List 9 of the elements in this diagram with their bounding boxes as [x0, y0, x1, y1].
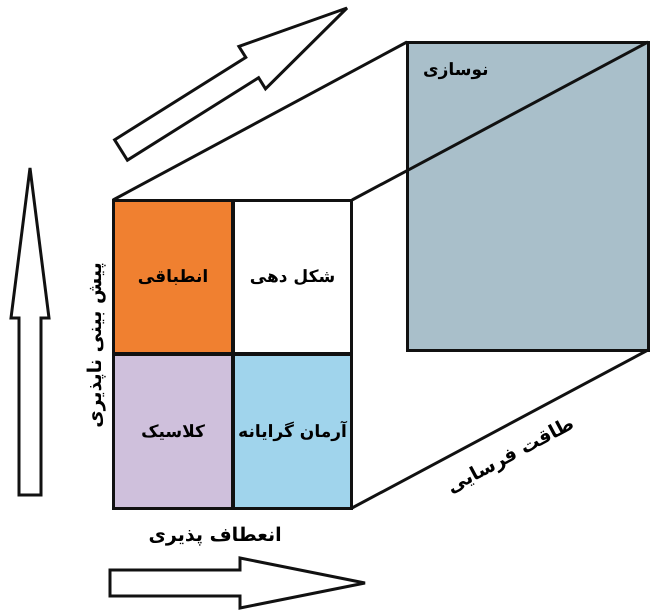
back-square: [406, 41, 650, 352]
cell-title: نوسازی: [423, 60, 489, 80]
axis-label: انعطاف پذیری: [148, 524, 282, 546]
quadrant-cell: آرمان گرایانه: [232, 353, 353, 510]
quadrant-cell: شکل دهی: [232, 199, 353, 355]
axis-label: پیش بینی ناپذیری: [84, 262, 106, 428]
quadrant-cell: کلاسیک: [112, 353, 234, 510]
axis-label: طاقت فرسایی: [442, 412, 578, 498]
quadrant-cell: انطباقی: [112, 199, 234, 355]
